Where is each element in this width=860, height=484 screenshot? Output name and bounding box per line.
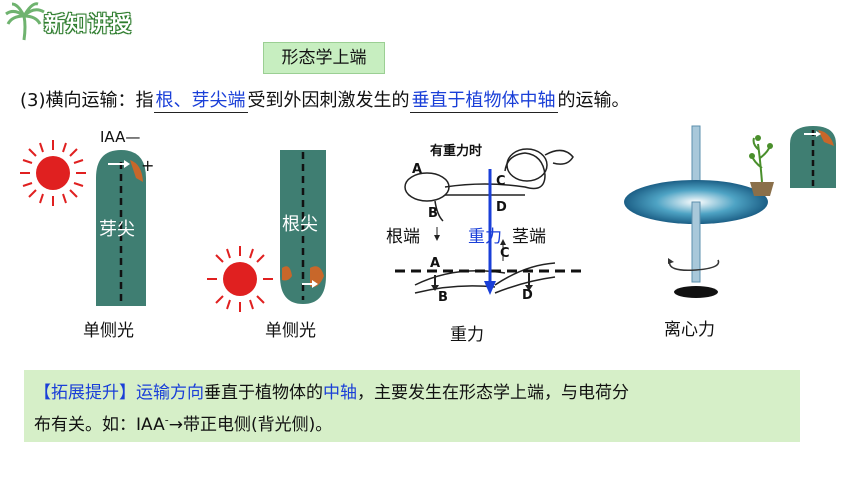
sentence-middle: 受到外因刺激发生的 (247, 90, 410, 111)
centrifuge-diagram (624, 125, 774, 298)
section-title: 新知讲授 (44, 12, 132, 36)
label-c-bottom: C (500, 246, 510, 261)
note-text-3: 布有关。如：IAA (34, 415, 165, 435)
label-b-top: B (428, 206, 438, 221)
sentence-suffix: 的运输。 (557, 90, 630, 111)
sun-icon (207, 246, 273, 312)
caption-light-2: 单侧光 (265, 321, 316, 341)
extension-note: 【拓展提升】运输方向垂直于植物体的中轴，主要发生在形态学上端，与电荷分 布有关。… (24, 370, 800, 442)
answer-blank-2: 垂直于植物体中轴 (409, 86, 558, 113)
shoot-tip-diagram (96, 150, 146, 306)
shoot-tip-label: 芽尖 (99, 219, 135, 240)
label-d-top: D (496, 200, 507, 215)
root-tip-diagram (280, 150, 326, 304)
caption-light-1: 单侧光 (83, 321, 134, 341)
label-d-bottom: D (522, 288, 533, 303)
note-text-1: 垂直于植物体的 (204, 383, 323, 403)
palm-tree-icon (5, 2, 45, 41)
label-a-top: A (412, 162, 423, 177)
label-b-bottom: B (438, 290, 448, 305)
stem-end-label: 茎端 (512, 227, 546, 247)
caption-gravity: 重力 (450, 325, 484, 345)
note-keyword-direction: 运输方向 (136, 383, 204, 403)
note-keyword-axis: 中轴 (323, 383, 357, 403)
gravity-header: 有重力时 (430, 144, 483, 159)
mini-tip-diagram (790, 126, 836, 188)
note-tag: 【拓展提升】 (34, 383, 136, 403)
tip-box: 形态学上端 (263, 42, 385, 74)
gravity-arrow-label: 重力 (468, 227, 502, 247)
note-text-2: ，主要发生在形态学上端，与电荷分 (357, 383, 629, 403)
label-a-bottom: A (430, 256, 441, 271)
note-line-1: 【拓展提升】运输方向垂直于植物体的中轴，主要发生在形态学上端，与电荷分 (34, 378, 629, 403)
note-text-4: →带正电侧(背光侧)。 (168, 415, 333, 435)
note-line-2: 布有关。如：IAA-→带正电侧(背光侧)。 (34, 410, 332, 435)
gravity-seedling-diagram (395, 148, 585, 295)
sentence-prefix: (3)横向运输：指 (20, 90, 154, 111)
main-sentence: (3)横向运输：指根、芽尖端受到外因刺激发生的垂直于植物体中轴的运输。 (20, 86, 630, 113)
sun-icon (20, 140, 86, 206)
label-c-top: C (496, 174, 506, 189)
iaa-label: IAA— (100, 128, 141, 146)
caption-centrifugal: 离心力 (664, 320, 715, 340)
root-end-label: 根端 (386, 227, 420, 247)
answer-blank-1: 根、芽尖端 (153, 86, 248, 113)
root-tip-label: 根尖 (282, 214, 318, 235)
note-superscript: - (164, 413, 169, 427)
plus-sign: + (141, 156, 155, 175)
